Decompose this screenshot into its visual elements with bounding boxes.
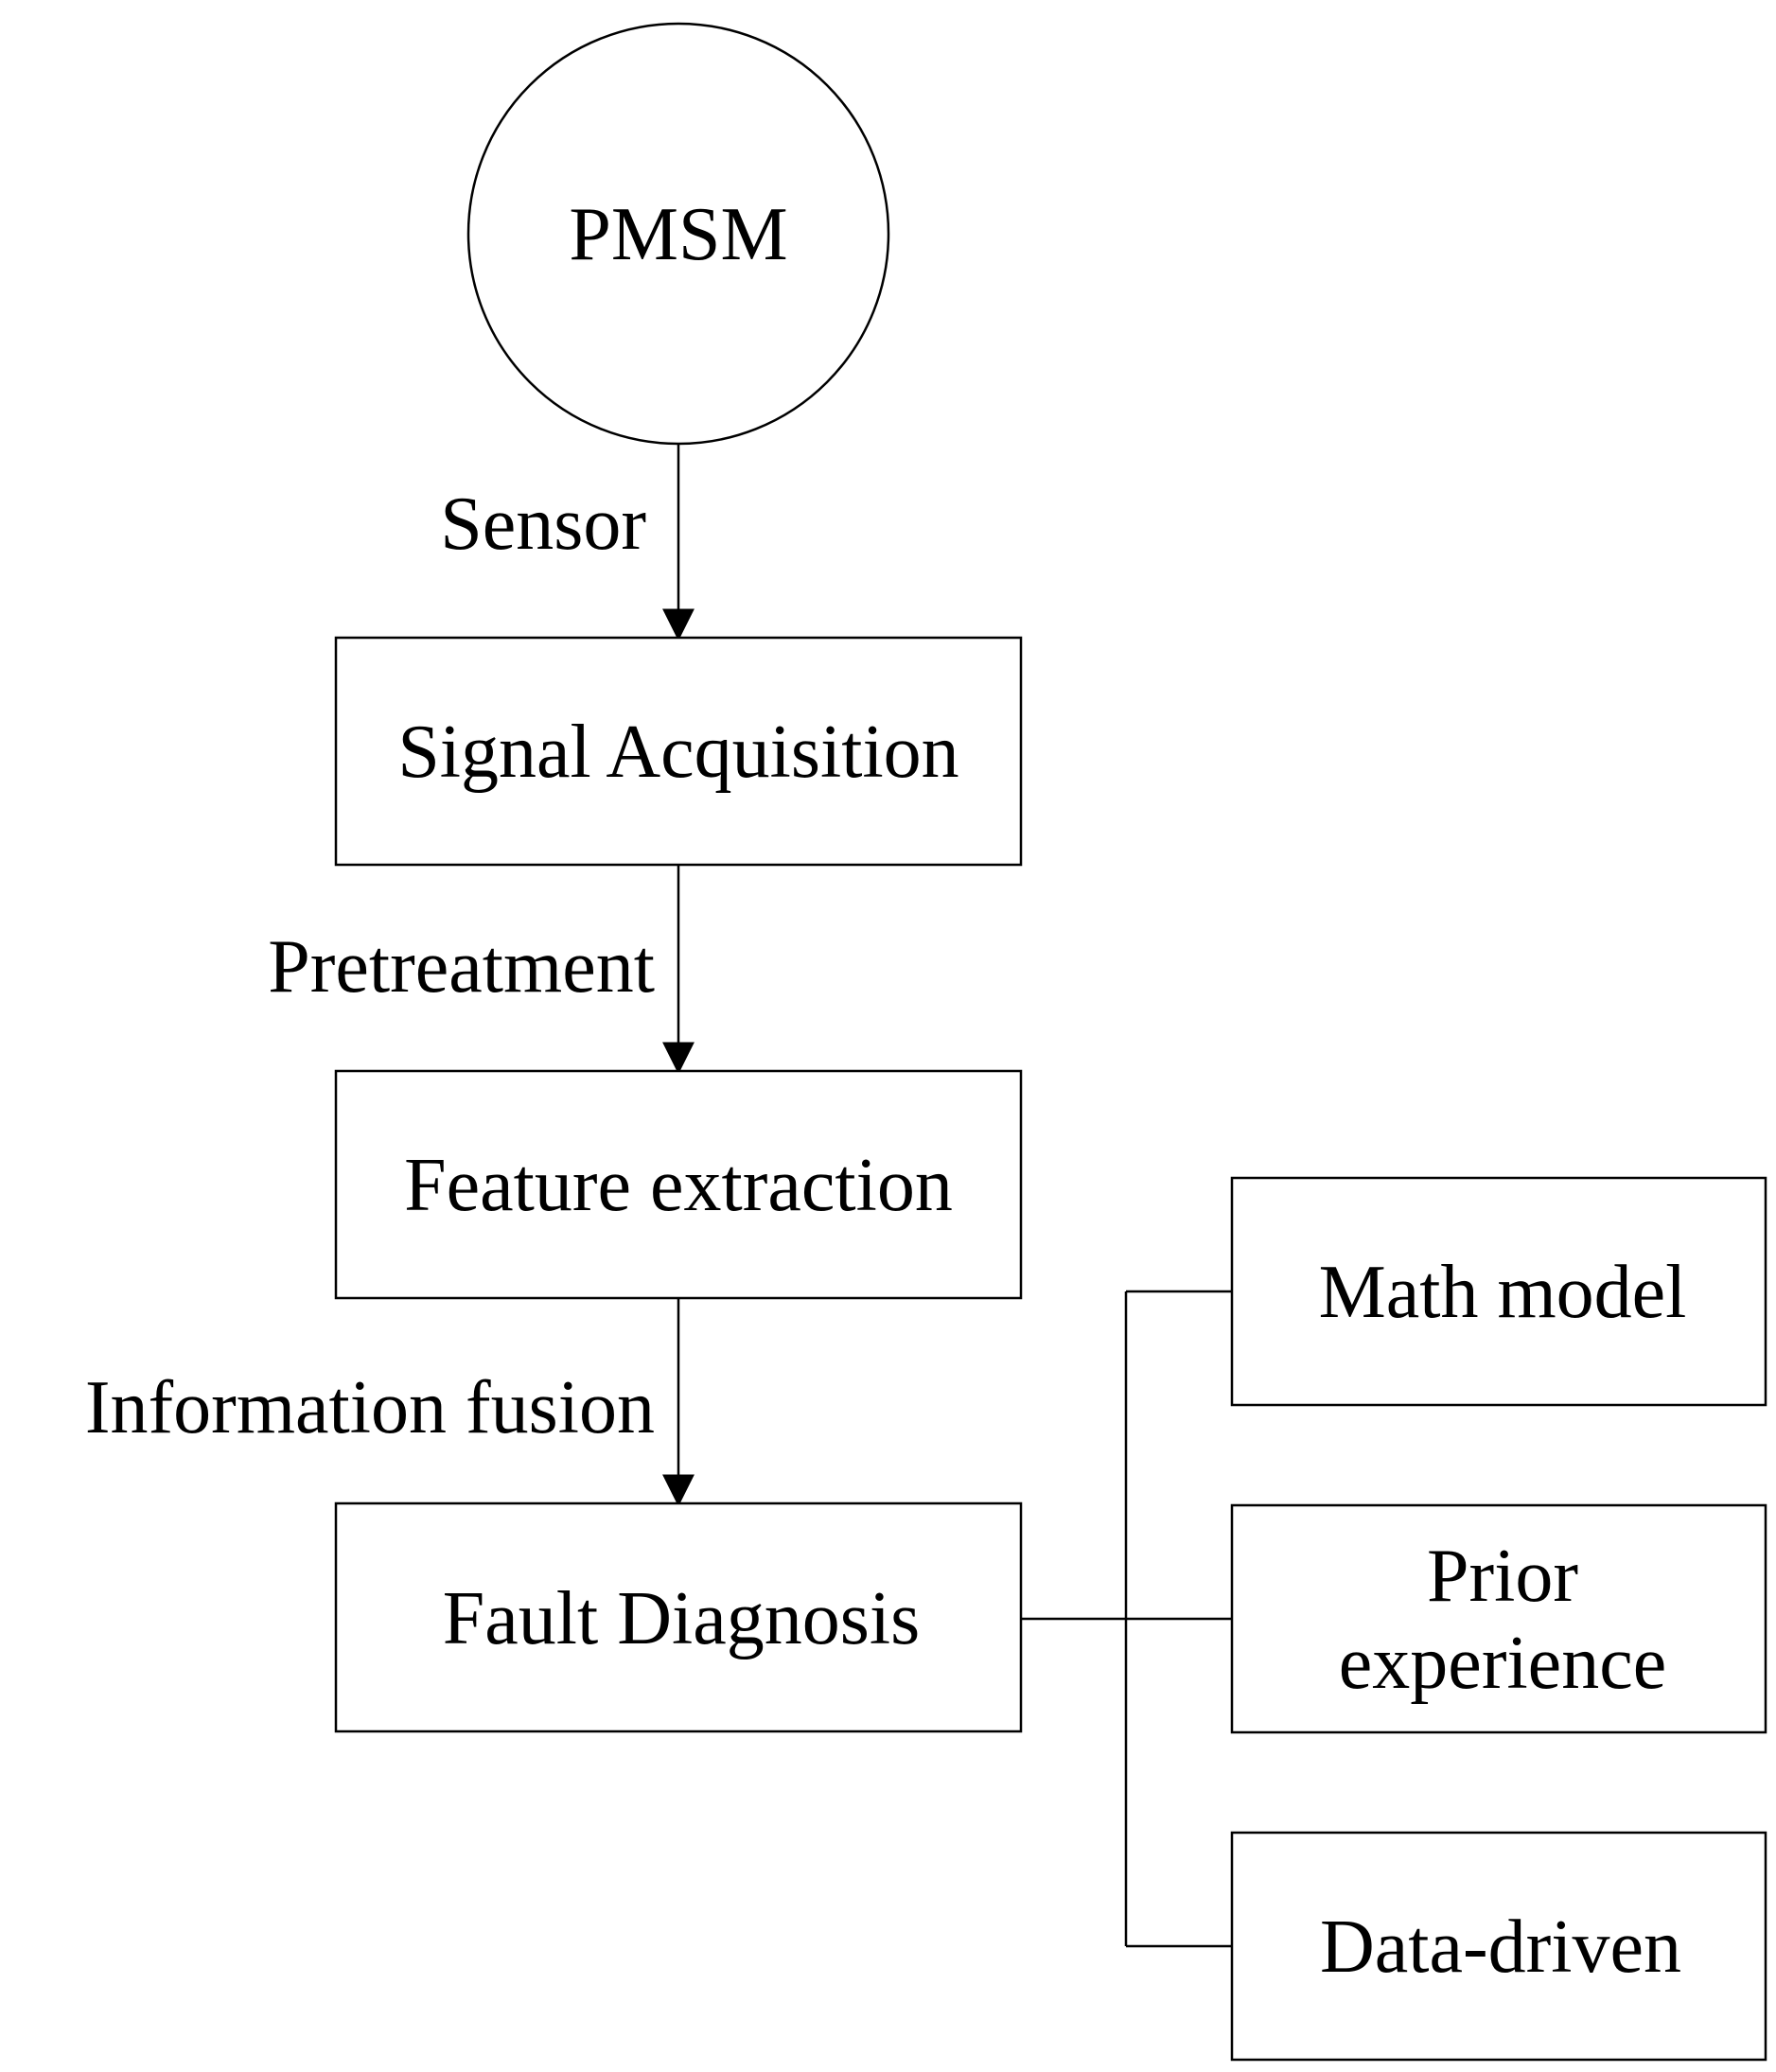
feature-extraction-node: Feature extraction <box>334 1069 1023 1300</box>
data-driven-label: Data-driven <box>1320 1905 1681 1989</box>
fault-diagnosis-node: Fault Diagnosis <box>334 1501 1023 1733</box>
sensor-arrow: Sensor <box>440 444 695 641</box>
signal-acquisition-label: Signal Acquisition <box>397 711 958 794</box>
information-fusion-arrow: Information fusion <box>85 1298 695 1507</box>
prior-experience-label-line2: experience <box>1339 1622 1666 1705</box>
data-driven-node: Data-driven <box>1230 1831 1767 2062</box>
fault-diagnosis-label: Fault Diagnosis <box>443 1577 920 1660</box>
signal-acquisition-node: Signal Acquisition <box>334 636 1023 867</box>
math-model-label: Math model <box>1319 1251 1687 1334</box>
prior-experience-label-line1: Prior <box>1427 1535 1578 1618</box>
information-fusion-label: Information fusion <box>85 1366 655 1449</box>
pmsm-label: PMSM <box>569 193 787 276</box>
prior-experience-node: Prior experience <box>1230 1503 1767 1734</box>
pmsm-node: PMSM <box>466 22 890 446</box>
pretreatment-arrow: Pretreatment <box>268 865 695 1075</box>
math-model-node: Math model <box>1230 1176 1767 1407</box>
sensor-label: Sensor <box>440 483 646 566</box>
pretreatment-label: Pretreatment <box>268 925 655 1009</box>
feature-extraction-label: Feature extraction <box>404 1144 953 1227</box>
method-connectors <box>1021 1290 1232 1948</box>
